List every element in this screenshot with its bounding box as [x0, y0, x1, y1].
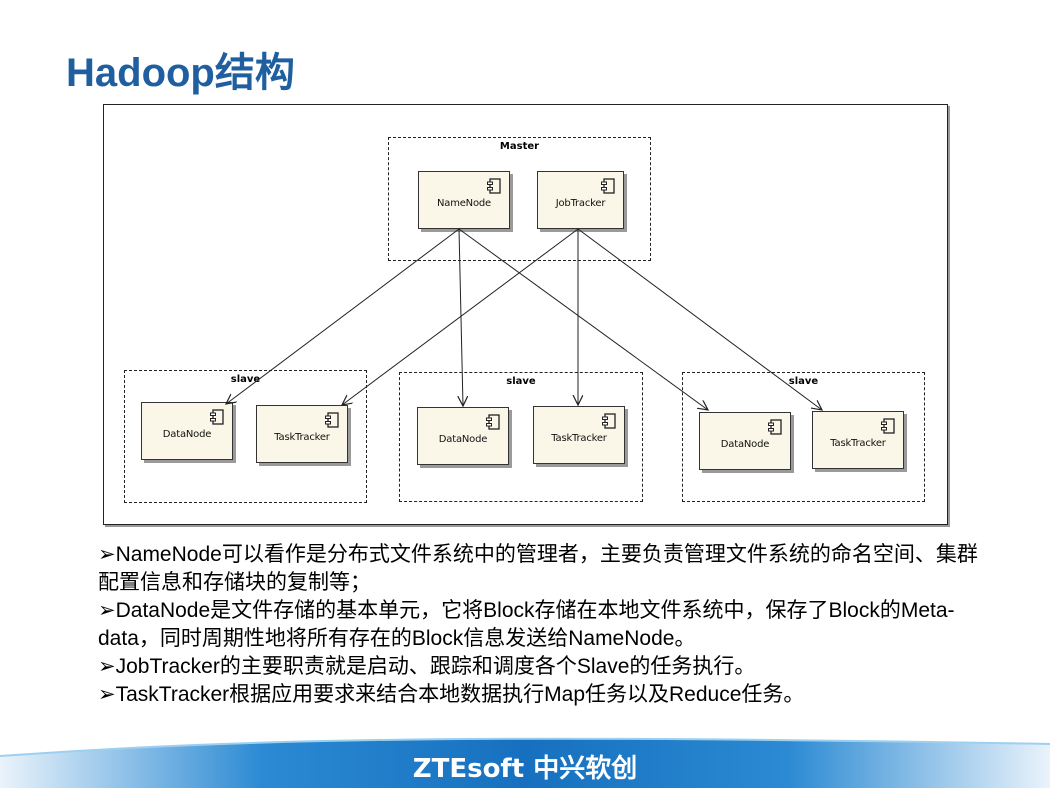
- master-group-label: Master: [499, 141, 540, 152]
- component-icon: [210, 409, 224, 425]
- component-icon: [487, 178, 501, 194]
- footer-wave: [0, 737, 1050, 788]
- bullet-jobtracker: ➢JobTracker的主要职责就是启动、跟踪和调度各个Slave的任务执行。: [98, 655, 756, 678]
- tasktracker-component: TaskTracker: [256, 405, 348, 463]
- datanode-label: DataNode: [720, 439, 770, 450]
- component-icon: [601, 178, 615, 194]
- component-icon: [486, 414, 500, 430]
- datanode-component: DataNode: [417, 407, 509, 465]
- datanode-label: DataNode: [438, 434, 488, 445]
- bullet-tasktracker: ➢TaskTracker根据应用要求来结合本地数据执行Map任务以及Reduce…: [98, 683, 805, 706]
- datanode-component: DataNode: [699, 412, 791, 470]
- tasktracker-component: TaskTracker: [533, 406, 625, 464]
- footer-brand-logo: ZTEsoft 中兴软创: [412, 754, 638, 784]
- component-icon: [768, 419, 782, 435]
- tasktracker-label: TaskTracker: [830, 438, 886, 449]
- bullet-list: ➢NameNode可以看作是分布式文件系统中的管理者，主要负责管理文件系统的命名…: [98, 541, 998, 709]
- slave-group-label: slave: [788, 376, 819, 387]
- tasktracker-label: TaskTracker: [274, 432, 330, 443]
- component-icon: [602, 413, 616, 429]
- tasktracker-label: TaskTracker: [551, 433, 607, 444]
- slide-title: Hadoop结构: [66, 51, 295, 95]
- jobtracker-component: JobTracker: [537, 171, 624, 229]
- component-icon: [881, 418, 895, 434]
- component-icon: [325, 412, 339, 428]
- bullet-datanode: ➢DataNode是文件存储的基本单元，它将Block存储在本地文件系统中，保存…: [98, 599, 955, 650]
- slave-group-label: slave: [506, 376, 536, 387]
- bullet-namenode: ➢NameNode可以看作是分布式文件系统中的管理者，主要负责管理文件系统的命名…: [98, 543, 978, 594]
- datanode-label: DataNode: [162, 429, 212, 440]
- namenode-label: NameNode: [436, 198, 491, 209]
- datanode-component: DataNode: [141, 402, 233, 460]
- jobtracker-label: JobTracker: [555, 198, 606, 209]
- tasktracker-component: TaskTracker: [812, 411, 904, 469]
- slave-group-label: slave: [230, 374, 261, 385]
- namenode-component: NameNode: [418, 171, 510, 229]
